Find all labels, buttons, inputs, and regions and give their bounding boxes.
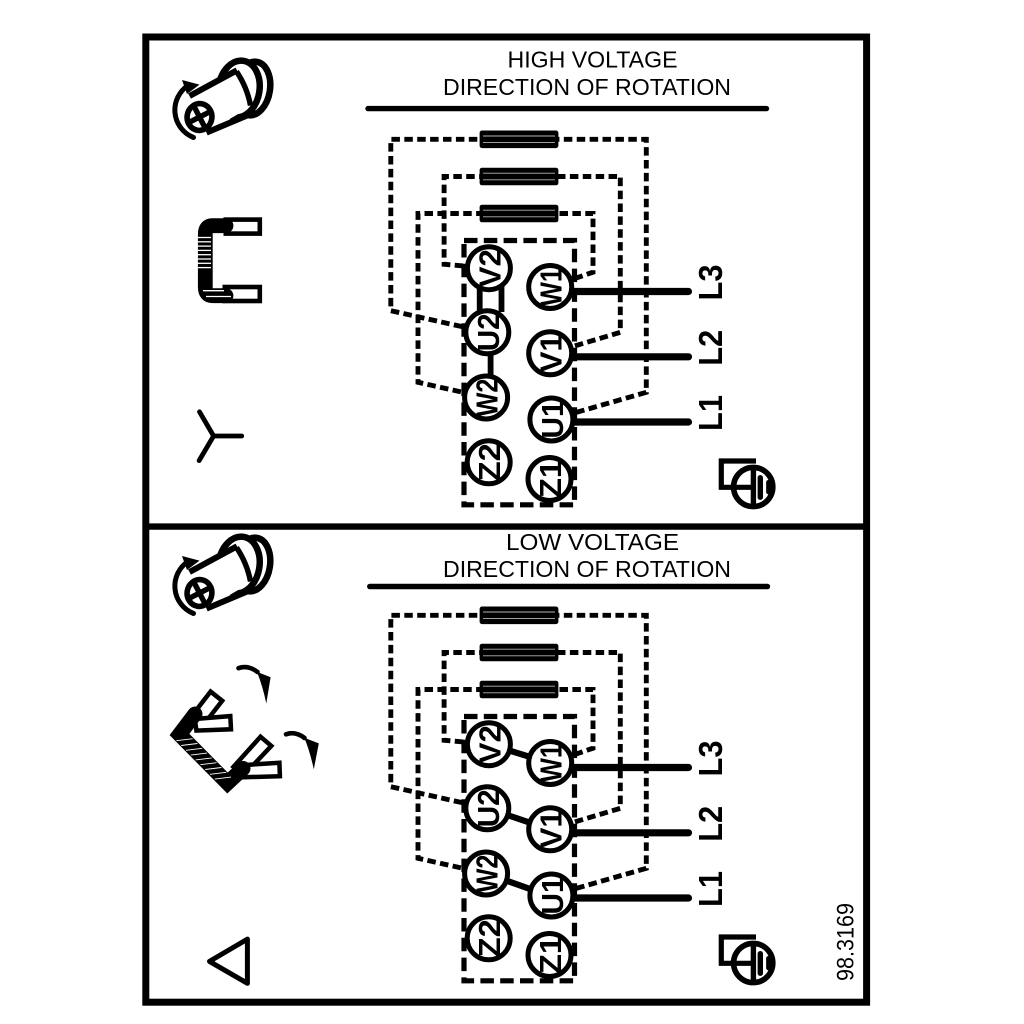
svg-text:HIGH VOLTAGE: HIGH VOLTAGE [508, 47, 678, 73]
svg-text:DIRECTION OF ROTATION: DIRECTION OF ROTATION [443, 74, 731, 100]
svg-text:LOW VOLTAGE: LOW VOLTAGE [506, 529, 679, 555]
svg-text:98.3169: 98.3169 [833, 903, 860, 981]
svg-text:DIRECTION OF ROTATION: DIRECTION OF ROTATION [443, 556, 731, 582]
